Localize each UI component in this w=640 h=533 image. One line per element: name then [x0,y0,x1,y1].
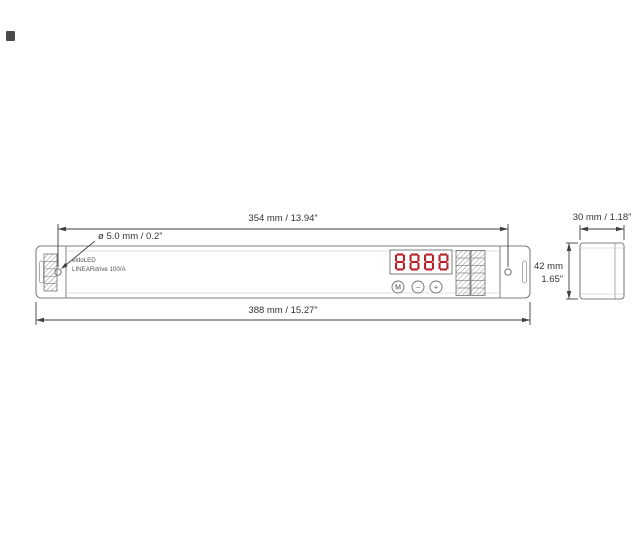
dimension-overall-length: 388 mm / 15.27” [35,302,531,325]
dimension-hole-callout: ø 5.0 mm / 0.2” [61,231,162,269]
menu-button[interactable]: M [391,280,405,294]
seven-segment-display [389,249,453,275]
dimension-height: 42 mm 1.65” [534,242,578,300]
brand-label: eldoLED [72,257,96,264]
model-label: LINEARdrive 100/A [72,266,127,273]
seven-segment-display-digits [395,253,449,271]
plus-button[interactable]: + [429,280,443,294]
depth-label: 30 mm / 1.18” [573,212,632,223]
height-in-label: 1.65” [541,274,563,285]
right-end-slot [522,260,527,284]
left-terminal-block [43,253,58,292]
side-view [579,242,625,300]
hole-pitch-label: 354 mm / 13.94” [248,213,317,224]
dimension-depth: 30 mm / 1.18” [573,212,632,240]
page-corner-mark [6,31,15,41]
right-terminal-block [455,250,486,296]
menu-button-label: M [395,285,401,292]
height-mm-label: 42 mm [534,261,563,272]
plus-button-label: + [434,285,438,292]
minus-button-label: − [416,285,420,292]
right-mounting-hole [504,268,512,276]
dimension-hole-pitch: 354 mm / 13.94” [57,213,509,267]
hole-diameter-label: ø 5.0 mm / 0.2” [98,231,162,242]
minus-button[interactable]: − [411,280,425,294]
side-view-body [579,242,625,300]
left-end-slot [39,260,44,284]
overall-length-label: 388 mm / 15.27” [248,305,317,316]
front-view: eldoLED LINEARdrive 100/A M − + [35,245,531,299]
